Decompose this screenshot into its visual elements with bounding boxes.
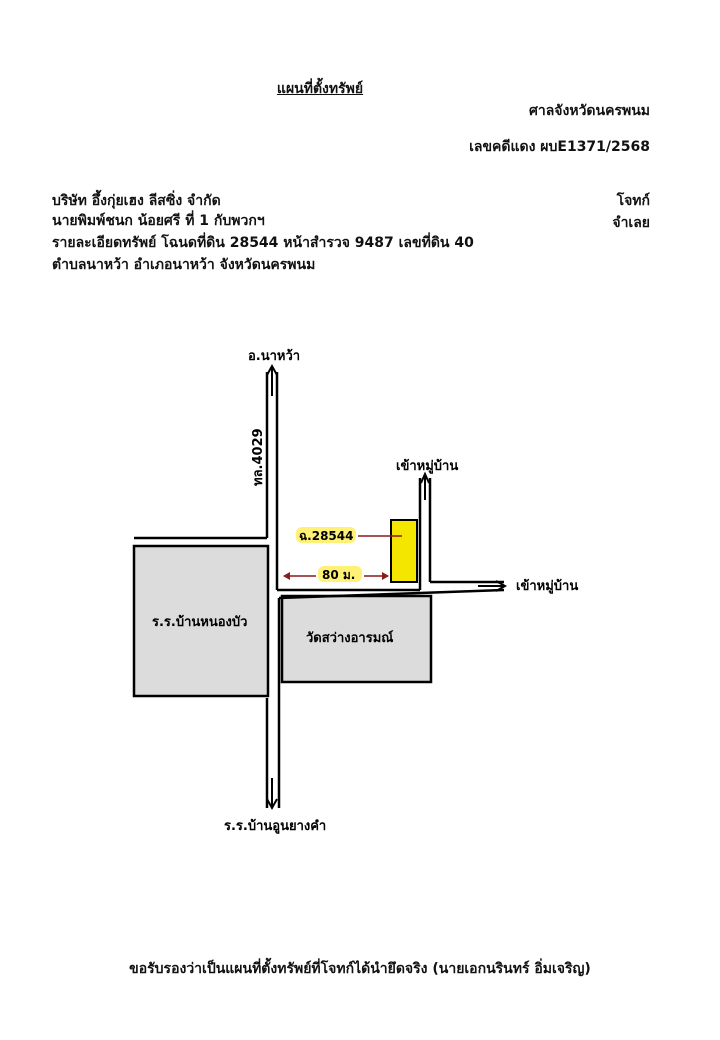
property-location: ตำบลนาหว้า อำเภอนาหว้า จังหวัดนครพนม — [52, 257, 316, 273]
north-destination-label: อ.นาหว้า — [248, 348, 300, 364]
defendant-label: จำเลย — [612, 215, 650, 231]
village-north-label: เข้าหมู่บ้าน — [396, 458, 458, 474]
village-east-label: เข้าหมู่บ้าน — [516, 578, 578, 594]
east-arrow-icon — [478, 580, 508, 592]
school-building — [132, 544, 270, 698]
page-title: แผนที่ตั้งทรัพย์ — [276, 81, 364, 97]
distance-highlight — [318, 566, 362, 582]
distance-label: 80 ม. — [322, 568, 355, 582]
village-north-arrow-icon — [420, 471, 430, 500]
property-plot — [390, 519, 418, 583]
certification-text: ขอรับรองว่าเป็นแผนที่ตั้งทรัพย์ที่โจทก์ไ… — [129, 961, 591, 977]
temple-label: วัดสว่างอารมณ์ — [306, 630, 393, 646]
property-detail: รายละเอียดทรัพย์ โฉนดที่ดิน 28544 หน้าสำ… — [52, 235, 474, 251]
deed-highlight — [296, 527, 356, 543]
deed-label: ฉ.28544 — [299, 529, 353, 543]
highway-label: ทล.4029 — [251, 428, 266, 486]
case-number: เลขคดีแดง ผบE1371/2568 — [469, 139, 650, 155]
plaintiff-name: บริษัท อึ้งกุ่ยเฮง ลีสซิ่ง จำกัด — [52, 193, 221, 209]
court-name: ศาลจังหวัดนครพนม — [528, 103, 650, 119]
temple-building — [280, 594, 433, 684]
south-destination-label: ร.ร.บ้านอูนยางคำ — [224, 818, 326, 834]
plaintiff-label: โจทก์ — [616, 193, 650, 209]
south-arrow-icon — [266, 778, 278, 811]
school-label: ร.ร.บ้านหนองบัว — [152, 614, 247, 630]
north-arrow-icon — [266, 363, 278, 396]
defendant-name: นายพิมพ์ชนก น้อยศรี ที่ 1 กับพวกฯ — [52, 213, 265, 229]
east-road-bottom — [278, 588, 505, 600]
